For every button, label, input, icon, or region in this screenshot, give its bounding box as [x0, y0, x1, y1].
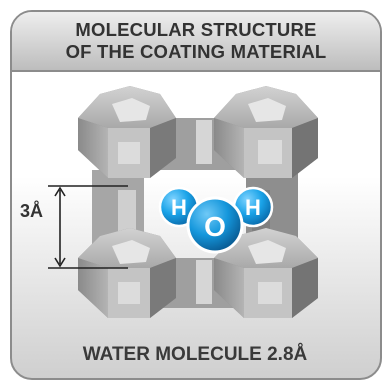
pore-size-label: 3Å — [20, 201, 44, 221]
oxygen-symbol: O — [204, 211, 226, 242]
cage-top-left — [78, 86, 176, 178]
caption: WATER MOLECULE 2.8Å — [82, 344, 308, 365]
title-line-2: OF THE COATING MATERIAL — [65, 41, 327, 62]
water-molecule: H H O — [158, 186, 274, 254]
oxygen-atom — [186, 196, 244, 254]
diagram-frame: MOLECULAR STRUCTURE OF THE COATING MATER… — [10, 10, 382, 380]
hydrogen-right-symbol: H — [245, 195, 261, 220]
title-banner: MOLECULAR STRUCTURE OF THE COATING MATER… — [12, 12, 380, 72]
pore-dimension-marker — [48, 185, 128, 269]
cage-top-right — [214, 86, 318, 178]
title-line-1: MOLECULAR STRUCTURE — [75, 19, 317, 40]
cage-bottom-left — [78, 228, 176, 318]
hydrogen-left-symbol: H — [171, 195, 187, 220]
